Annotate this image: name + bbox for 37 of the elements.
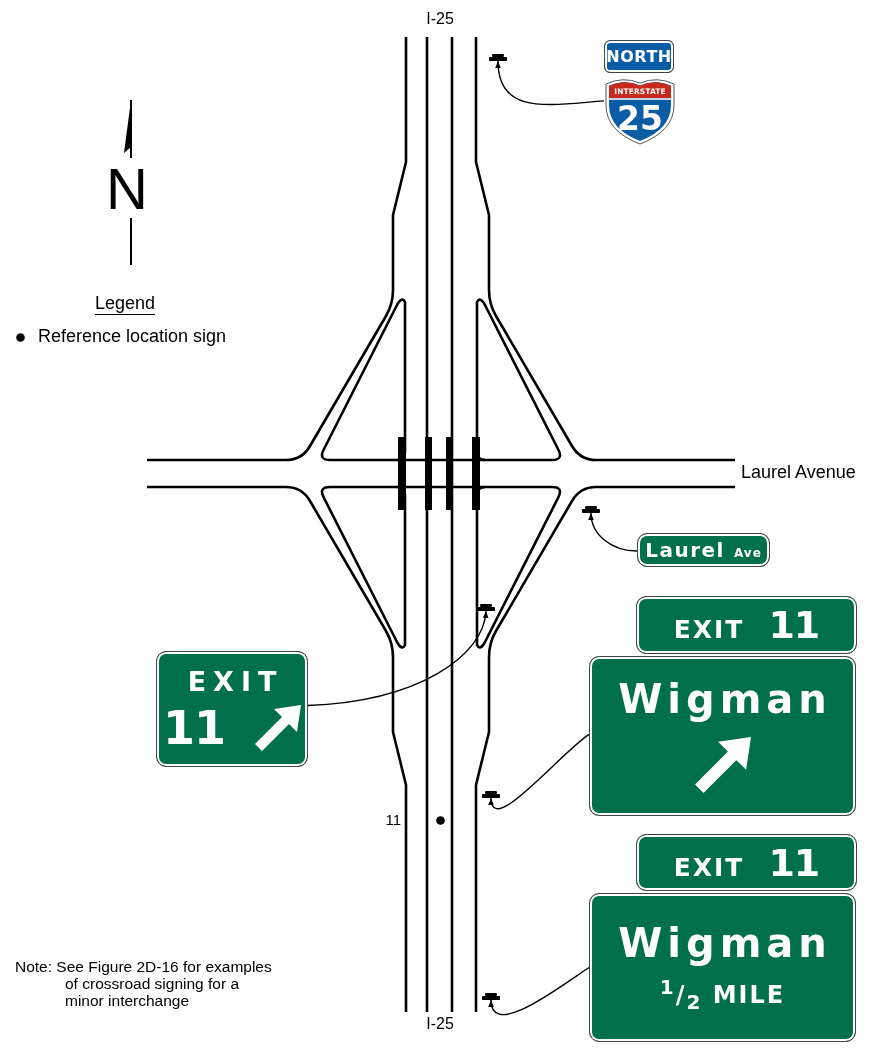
street-name-sign: [637, 533, 770, 567]
exit-number: 11: [768, 843, 820, 882]
leader-line: [489, 966, 590, 1016]
exit-word: EXIT: [673, 854, 745, 880]
destination-name: Wigman: [618, 923, 832, 964]
advance-guide-sign: [589, 656, 856, 816]
sign-symbol-icon: [582, 506, 600, 513]
sign-symbol-icon: [477, 604, 495, 611]
road-name-label: Laurel Avenue: [741, 462, 856, 483]
distance-text: $^{1}$/$_{2}$ MILE: [659, 977, 786, 1012]
north-letter: N: [106, 160, 148, 218]
route-number: 25: [616, 102, 664, 135]
exit-number: 11: [163, 704, 225, 751]
road-name-label: I-25: [426, 1015, 454, 1034]
road-name-label: I-25: [426, 10, 454, 29]
leader-line: [588, 512, 638, 552]
sign-symbol-icon: [489, 54, 507, 61]
exit-word: EXIT: [673, 617, 745, 642]
reference-number: 11: [385, 811, 401, 829]
note-text: Note: See Figure 2D-16 for examples of crossroad signing for a minor interchange: [15, 958, 273, 1010]
leader-line: [307, 610, 488, 707]
exit-number-plaque: [636, 596, 857, 654]
street-name: Laurel: [645, 540, 725, 560]
leader-line: [495, 60, 605, 106]
exit-number-plaque: [636, 834, 857, 891]
leader-line: [489, 733, 590, 810]
street-suffix: Ave: [733, 547, 762, 559]
exit-direction-sign: [156, 651, 308, 767]
sign-symbol-icon: [482, 791, 500, 798]
advance-guide-sign: [589, 893, 856, 1042]
legend-heading: Legend: [95, 293, 156, 315]
legend-text: Reference location sign: [38, 326, 227, 347]
exit-number: 11: [768, 606, 820, 644]
direction-plaque: [604, 40, 674, 73]
direction-word: NORTH: [606, 48, 672, 65]
sign-symbol-icon: [482, 993, 500, 1000]
exit-word: EXIT: [187, 667, 284, 695]
